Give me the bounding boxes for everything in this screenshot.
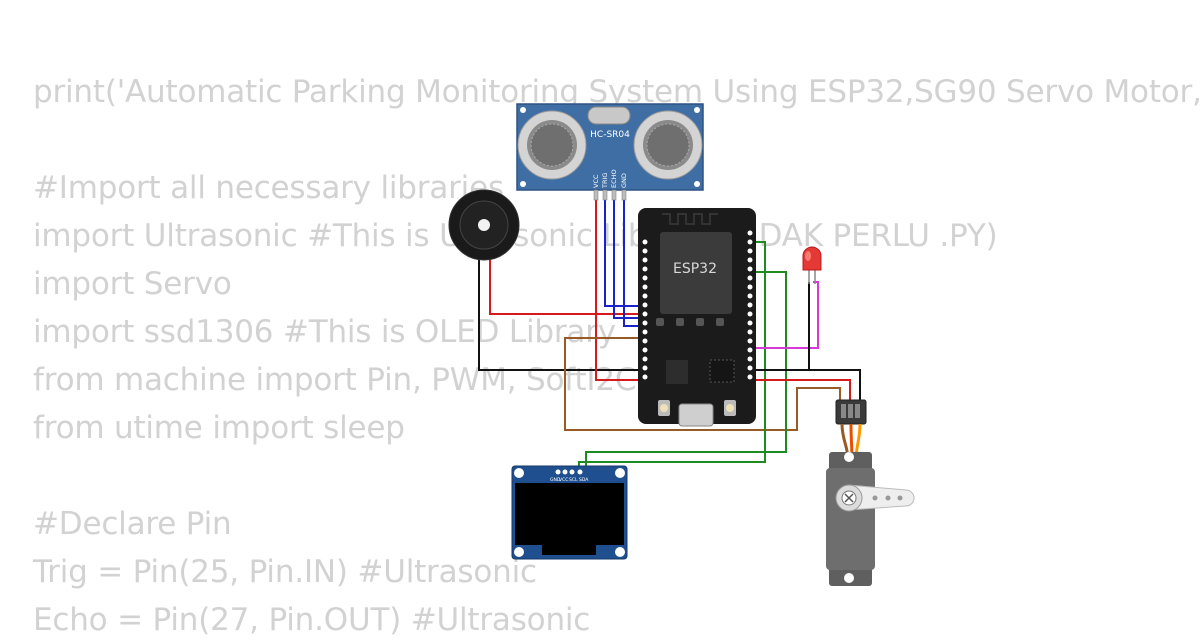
code-line: #Declare Pin <box>33 506 232 542</box>
wire-led[interactable] <box>750 281 819 349</box>
wire-hcsr04-vcc[interactable] <box>595 193 645 381</box>
transducer-left <box>517 110 587 180</box>
wire-servo-vcc[interactable] <box>750 379 851 402</box>
wire-oled-sda[interactable] <box>578 241 766 472</box>
buzzer-icon[interactable] <box>448 189 520 261</box>
wire-buzzer-black[interactable] <box>478 258 645 371</box>
oled-pin-vcc: VCC <box>559 477 568 483</box>
wire-hcsr04-trig[interactable] <box>604 193 645 307</box>
oled-pin-sda: SDA <box>579 477 589 483</box>
circuit-diagram: HC-SR04 VCC TRIG ECHO GND ESP32 <box>448 103 915 586</box>
code-line: import ssd1306 #This is OLED Library <box>33 314 616 350</box>
oled-display[interactable]: GND VCC SCL SDA <box>511 465 628 560</box>
pin-label-gnd: GND <box>620 173 628 188</box>
wire-servo-gnd[interactable] <box>750 369 861 402</box>
code-line: import Servo <box>33 266 232 302</box>
code-editor[interactable]: print('Automatic Parking Monitoring Syst… <box>33 68 1200 644</box>
pin-label-trig: TRIG <box>601 173 609 189</box>
wire-led-gnd[interactable] <box>750 282 810 371</box>
wire-oled-scl[interactable] <box>585 271 787 472</box>
wire-buzzer-red[interactable] <box>489 258 642 315</box>
code-line: #Import all necessary libraries <box>33 170 504 206</box>
hc-sr04-sensor[interactable]: HC-SR04 VCC TRIG ECHO GND <box>516 103 704 201</box>
transducer-right <box>633 110 703 180</box>
pin-label-vcc: VCC <box>592 174 600 188</box>
servo-icon[interactable] <box>826 399 915 586</box>
esp32-label: ESP32 <box>673 261 717 277</box>
pin-label-echo: ECHO <box>610 169 618 188</box>
wire-hcsr04-echo[interactable] <box>613 193 645 319</box>
code-line: print('Automatic Parking Monitoring Syst… <box>33 74 1200 110</box>
oled-pin-gnd: GND <box>550 477 561 483</box>
code-line: from utime import sleep <box>33 410 405 446</box>
hc-sr04-label: HC-SR04 <box>590 130 630 140</box>
oled-pin-scl: SCL <box>569 477 578 483</box>
wires <box>478 193 861 472</box>
code-line: Trig = Pin(25, Pin.IN) #Ultrasonic <box>33 554 537 590</box>
esp32-board[interactable]: ESP32 <box>638 208 756 427</box>
wire-servo-signal[interactable] <box>564 337 841 431</box>
led-icon[interactable] <box>802 246 822 284</box>
